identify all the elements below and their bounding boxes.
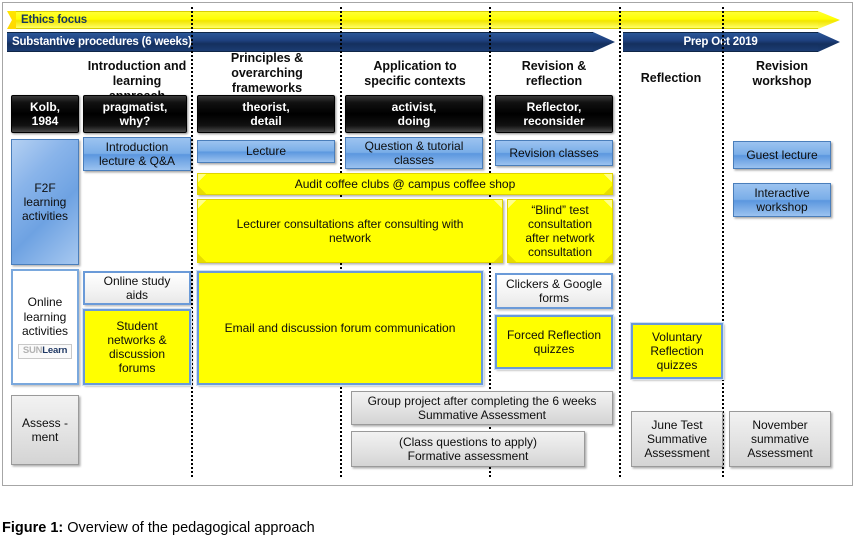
ethics-focus-label: Ethics focus (21, 14, 87, 26)
kolb-box-activist: activist, doing (345, 95, 483, 133)
kolb-box-theorist: theorist, detail (197, 95, 335, 133)
f2f-item-guest-lecture: Guest lecture (733, 141, 831, 169)
substantive-procedures-label: Substantive procedures (6 weeks) (12, 36, 192, 48)
figure-caption: Figure 1: Overview of the pedagogical ap… (2, 520, 315, 536)
arrow-head-icon (818, 11, 840, 29)
diagram-canvas: Ethics focus Substantive procedures (6 w… (3, 3, 852, 485)
f2f-item-revision-classes: Revision classes (495, 140, 613, 166)
f2f-item-interactive-workshop: Interactive workshop (733, 183, 831, 217)
column-heading-revision-reflection: Revision & reflection (521, 59, 587, 88)
kolb-box-pragmatist: pragmatist, why? (83, 95, 187, 133)
arrow-head-icon (818, 32, 840, 52)
column-heading-application: Application to specific contexts (364, 59, 466, 88)
sunlearn-logo: SUNLearn (17, 344, 73, 359)
column-heading-reflection: Reflection (640, 71, 702, 85)
assessment-item-class-questions: (Class questions to apply) Formative ass… (351, 431, 585, 467)
rail-label-online: Online learning activities SUNLearn (11, 269, 79, 385)
figure-frame: Ethics focus Substantive procedures (6 w… (2, 2, 853, 486)
sunlearn-learn-text: Learn (42, 345, 68, 357)
sunlearn-sun-text: SUN (22, 345, 43, 357)
rail-label-assessment: Assess - ment (11, 395, 79, 465)
column-heading-introduction: Introduction and learning approach (87, 59, 187, 103)
figure-caption-text: Overview of the pedagogical approach (63, 520, 315, 536)
ethics-focus-arrow: Ethics focus (7, 11, 840, 29)
column-heading-revision-workshop: Revision workshop (752, 59, 812, 88)
online-item-student-networks-forums: Student networks & discussion forums (82, 308, 192, 386)
online-item-forced-reflection-quizzes: Forced Reflection quizzes (494, 314, 614, 370)
f2f-item-introduction-lecture: Introduction lecture & Q&A (83, 137, 191, 171)
assessment-item-group-project: Group project after completing the 6 wee… (351, 391, 613, 425)
assessment-item-november-summative: November summative Assessment (729, 411, 831, 467)
arrow-body: Substantive procedures (6 weeks) (7, 32, 593, 52)
arrow-body: Prep Oct 2019 (623, 32, 818, 52)
arrow-tail-notch (7, 11, 16, 29)
figure-caption-label: Figure 1: (2, 520, 64, 536)
rail-label-online-text: Online learning activities (21, 295, 68, 338)
column-divider-5 (722, 7, 724, 477)
online-item-voluntary-reflection-quizzes: Voluntary Reflection quizzes (630, 322, 724, 380)
online-item-clickers-google-forms: Clickers & Google forms (495, 273, 613, 309)
column-divider-4 (619, 7, 621, 477)
rail-label-f2f: F2F learning activities (11, 139, 79, 265)
column-heading-principles: Principles & overarching frameworks (230, 51, 304, 95)
arrow-body: Ethics focus (16, 11, 818, 29)
kolb-box-reflector: Reflector, reconsider (495, 95, 613, 133)
kolb-box-source: Kolb, 1984 (11, 95, 79, 133)
substantive-procedures-arrow: Substantive procedures (6 weeks) (7, 32, 615, 52)
arrow-head-icon (593, 32, 615, 52)
prep-oct-2019-arrow: Prep Oct 2019 (623, 32, 840, 52)
f2f-item-lecture: Lecture (197, 140, 335, 163)
online-item-online-study-aids: Online study aids (83, 271, 191, 305)
f2f-item-lecturer-consultations: Lecturer consultations after consulting … (197, 199, 503, 263)
f2f-item-question-tutorial-classes: Question & tutorial classes (345, 137, 483, 169)
f2f-item-blind-test-consultation: “Blind” test consultation after network … (507, 199, 613, 263)
f2f-item-audit-coffee-clubs: Audit coffee clubs @ campus coffee shop (197, 173, 613, 195)
assessment-item-june-test: June Test Summative Assessment (631, 411, 723, 467)
column-divider-1 (191, 7, 193, 477)
online-item-email-discussion-forum: Email and discussion forum communication (196, 270, 484, 386)
prep-oct-2019-label: Prep Oct 2019 (683, 36, 758, 48)
